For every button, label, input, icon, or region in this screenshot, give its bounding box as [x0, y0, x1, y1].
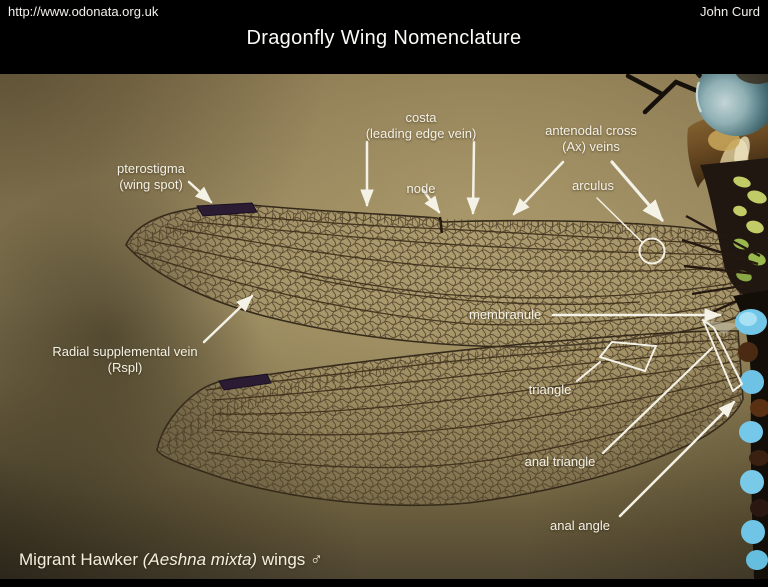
triangle-line [576, 361, 601, 382]
abdomen-spots [735, 309, 768, 570]
leader-arrows [187, 140, 736, 518]
dragonfly-body [625, 74, 768, 579]
label-anal-angle: anal angle [550, 518, 610, 533]
anal-triangle-outline [702, 319, 743, 392]
caption-species-name: (Aeshna mixta) [142, 550, 258, 569]
triangle-outline [599, 341, 657, 372]
label-arculus: arculus [572, 178, 614, 193]
forewing-pterostigma [196, 202, 258, 217]
label-anal-triangle: anal triangle [524, 454, 596, 469]
hindwing-pterostigma [218, 373, 272, 391]
arculus-line [596, 197, 644, 244]
label-node: node [406, 181, 436, 196]
rspl-arrow [202, 294, 254, 344]
compound-eye [696, 74, 768, 136]
photo-caption: Migrant Hawker (Aeshna mixta) wings ♂ [19, 550, 323, 570]
legs [625, 74, 703, 115]
annotation-overlay [125, 74, 768, 579]
dragonfly-wing-photo: pterostigma (wing spot) costa (leading e… [0, 74, 768, 579]
wing-base-veins [681, 214, 761, 318]
arculus-circle [638, 237, 666, 265]
caption-suffix: wings ♂ [257, 550, 323, 569]
forewing [125, 202, 742, 348]
label-antenodal: antenodal cross (Ax) veins [545, 123, 637, 154]
website-url: http://www.odonata.org.uk [8, 4, 159, 19]
node-notch [438, 216, 444, 234]
label-membranule: membranule [469, 307, 542, 322]
label-costa: costa (leading edge vein) [365, 110, 477, 141]
label-triangle: triangle [528, 382, 572, 397]
anal-triangle-line [601, 346, 714, 455]
antenodal-arrow-right [610, 160, 664, 222]
pterostigma-arrow [187, 180, 213, 204]
caption-common-name: Migrant Hawker [19, 550, 143, 569]
annotation-shapes [599, 237, 743, 392]
costa-arrow-right [466, 140, 480, 215]
label-pterostigma: pterostigma (wing spot) [117, 161, 185, 192]
page-title: Dragonfly Wing Nomenclature [246, 27, 522, 49]
anal-angle-arrow [618, 400, 736, 518]
antenodal-arrow-left [512, 160, 565, 216]
author-credit: John Curd [700, 4, 760, 19]
label-rspl: Radial supplemental vein (Rspl) [52, 344, 198, 375]
membranule-area [700, 320, 740, 334]
hindwing [156, 330, 744, 507]
node-arrow [421, 188, 441, 214]
